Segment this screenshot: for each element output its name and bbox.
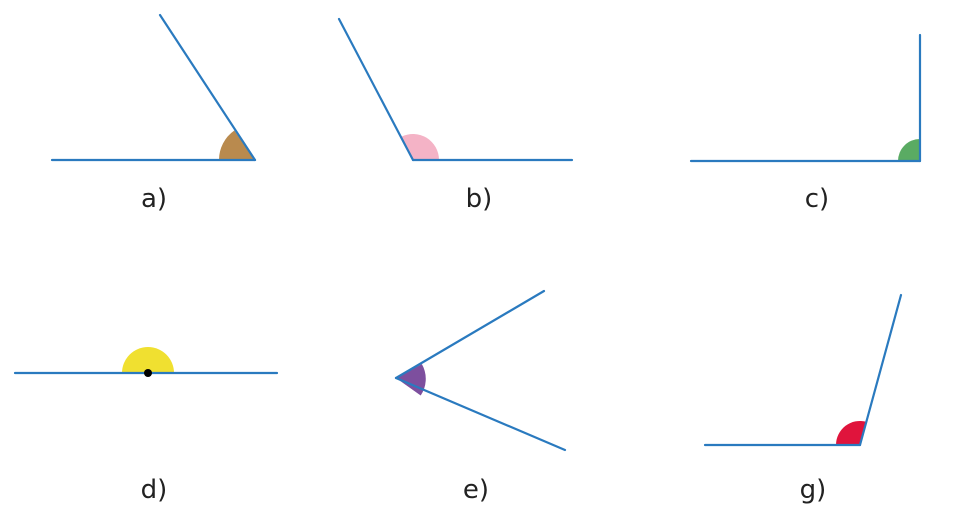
angle-b-ray-slanted [337,17,415,162]
angle-g-sector [835,420,867,445]
angle-d-sector [122,347,174,373]
angle-e-ray-lower [394,376,567,452]
angle-e-ray-upper [394,289,546,380]
angle-b-label: b) [466,184,493,214]
angle-e-label: e) [463,475,489,505]
angle-c-label: c) [805,184,829,214]
angle-a-sector [218,130,255,160]
angle-c-sector [898,139,920,161]
angle-d-label: d) [141,475,168,505]
angle-a-label: a) [141,184,167,214]
angle-g-label: g) [800,475,827,505]
angle-e: e) [394,289,567,505]
angle-d: d) [13,347,279,505]
angle-d-vertex-dot [144,369,152,377]
angle-g-ray-slanted [858,293,903,447]
angle-c: c) [689,33,922,214]
angle-a: a) [50,13,257,214]
angle-a-ray-slanted [158,13,257,162]
angle-b: b) [337,17,574,214]
angle-g: g) [703,293,903,505]
